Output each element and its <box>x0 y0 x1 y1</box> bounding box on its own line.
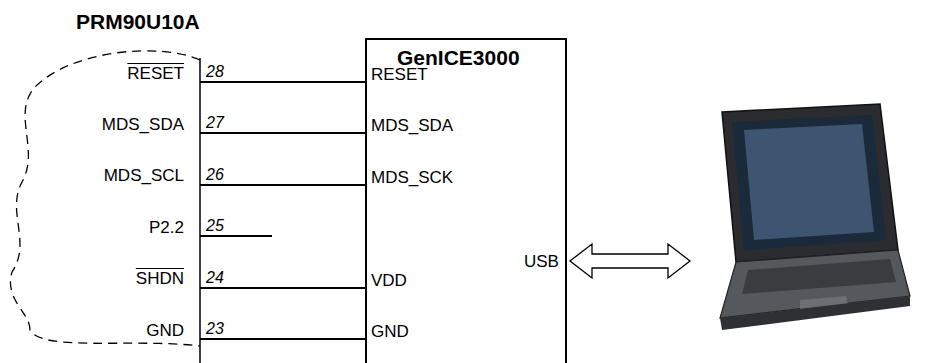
debugger-pin-name: MDS_SDA <box>371 117 453 134</box>
debugger-pin-name: VDD <box>371 272 407 289</box>
target-module: PRM90U10A <box>0 6 200 363</box>
debugger-pin-name: RESET <box>371 66 428 83</box>
pin-name: SHDN <box>136 270 184 287</box>
pin-name: P2.2 <box>149 219 184 236</box>
pin-name: MDS_SDA <box>102 116 184 133</box>
unconnected-pin-wire <box>200 235 272 237</box>
signal-wire <box>200 287 365 289</box>
pin-number: 26 <box>206 167 224 183</box>
pin-number: 25 <box>206 218 224 234</box>
pin-number: 24 <box>206 270 224 286</box>
dashed-outline <box>10 51 200 346</box>
pin-number: 28 <box>206 64 224 80</box>
module-edge <box>199 58 201 363</box>
pin-name: GND <box>146 322 184 339</box>
signal-wire <box>200 132 365 134</box>
signal-wire <box>200 81 365 83</box>
usb-double-arrow <box>570 244 690 278</box>
debugger-pin-name: GND <box>371 323 409 340</box>
pin-number: 27 <box>206 115 224 131</box>
laptop-picture <box>720 104 910 330</box>
port-name: USB <box>524 253 559 270</box>
pin-name: RESET <box>127 65 184 82</box>
debugger-pin-name: MDS_SCK <box>371 169 453 186</box>
signal-wire <box>200 184 365 186</box>
signal-wire <box>200 338 365 340</box>
node-title: PRM90U10A <box>76 10 200 34</box>
pin-number: 23 <box>206 321 224 337</box>
debugger-box: GenICE3000 <box>365 38 567 363</box>
pin-name: MDS_SCL <box>104 167 184 184</box>
